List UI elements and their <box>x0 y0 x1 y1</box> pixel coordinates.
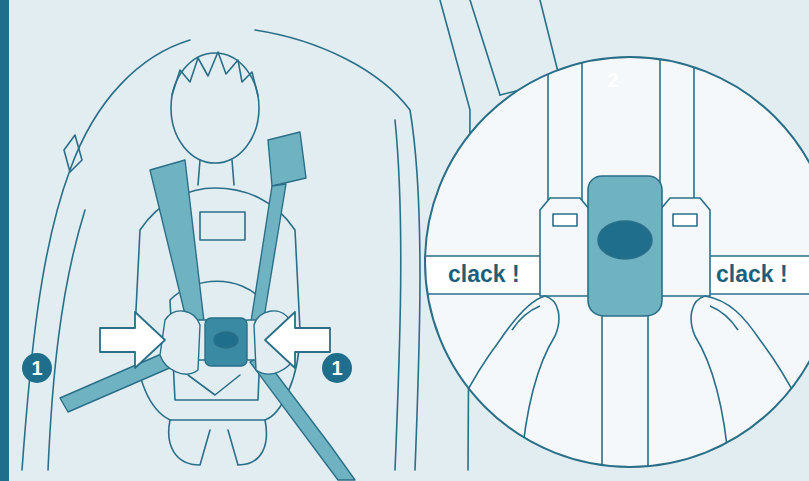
callout-number: 1 <box>22 353 52 383</box>
illustration-g <box>420 40 809 480</box>
illustration-rect <box>673 214 697 226</box>
callout-circle <box>22 353 52 383</box>
illustration-path <box>265 312 330 368</box>
illustration-ellipse <box>171 53 259 163</box>
illustration-path <box>548 40 582 210</box>
illustration-ellipse <box>598 221 652 259</box>
harness <box>60 132 355 480</box>
illustration-ellipse <box>214 332 238 348</box>
edge-bar <box>0 0 9 481</box>
illustration-path <box>198 160 234 185</box>
detail-zoom <box>420 40 809 480</box>
illustration-path <box>512 306 738 330</box>
sound-label: clack ! <box>716 263 788 286</box>
illustration-circle <box>425 57 809 467</box>
illustration-path <box>188 375 240 395</box>
callout-number: 2 <box>598 65 628 95</box>
illustration-path <box>602 305 648 480</box>
illustration-rect <box>205 318 247 366</box>
illustration-path <box>430 296 559 480</box>
illustration-path <box>588 176 662 316</box>
illustration-path <box>169 420 267 465</box>
illustration-path <box>395 120 401 470</box>
callout-circle <box>322 353 352 383</box>
illustration-path <box>160 311 200 374</box>
child <box>135 52 300 465</box>
illustration-path <box>64 135 82 172</box>
illustration-path <box>100 312 165 368</box>
push-arrows <box>100 312 330 368</box>
callout-number: 1 <box>322 353 352 383</box>
illustration-path <box>250 184 286 330</box>
illustration-path <box>660 198 710 296</box>
illustration-path <box>172 52 258 96</box>
illustration-path <box>268 132 306 186</box>
illustration-path <box>48 210 85 470</box>
sound-label: clack ! <box>448 263 520 286</box>
illustration-rect <box>553 214 577 226</box>
illustration-path <box>470 0 500 95</box>
illustration-path <box>540 198 590 296</box>
illustration-path <box>150 160 205 335</box>
illustration-rect <box>200 212 245 240</box>
